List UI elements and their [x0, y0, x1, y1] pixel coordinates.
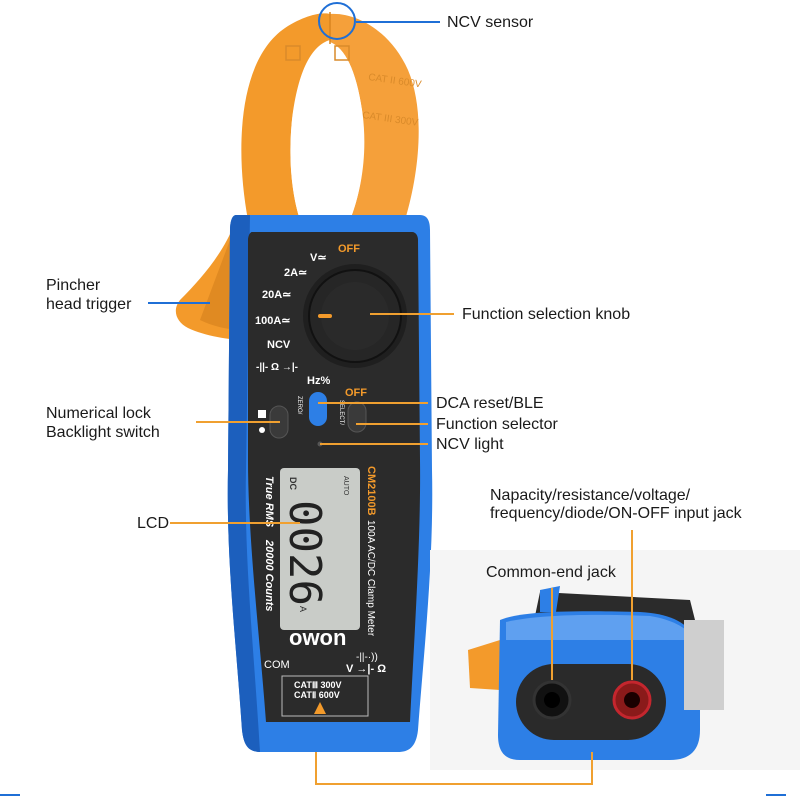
- pincher-label-line2: head trigger: [46, 296, 132, 313]
- backlight-icon: [259, 427, 265, 433]
- lcd-screen[interactable]: [280, 468, 360, 630]
- cap-icon-label: -||-·)): [356, 652, 378, 663]
- v-label: V →|- Ω: [346, 663, 386, 675]
- ncv-sensor-label: NCV sensor: [447, 14, 534, 31]
- function-selector-button[interactable]: [347, 401, 367, 433]
- dca-reset-label: DCA reset/BLE: [436, 395, 544, 412]
- model-text: CM2100B: [365, 466, 377, 516]
- counts-text: 20000 Counts: [263, 539, 275, 612]
- jaw-left: [241, 13, 330, 220]
- inset-right-edge: [684, 620, 724, 710]
- jaw-inner-shade: [290, 42, 364, 220]
- body-edge-shade: [227, 215, 262, 752]
- knob-center: [321, 282, 389, 350]
- backlight-switch-label: Backlight switch: [46, 424, 160, 441]
- common-end-jack-label: Common-end jack: [486, 564, 616, 581]
- jaw-mark-2: [334, 45, 350, 61]
- inset-top-blue-edge: [540, 586, 560, 612]
- dial-20a-label: 20A≃: [262, 289, 291, 301]
- model-desc-text: 100A AC/DC Clamp Meter: [365, 520, 376, 637]
- meter-body: OFF V≃ 2A≃ 20A≃ 100A≃ NCV -||- Ω →|- Hz%…: [227, 215, 433, 752]
- brand-logo-text: owon: [289, 625, 346, 650]
- bottom-bracket-line: [315, 752, 593, 785]
- dial-2a-label: 2A≃: [284, 267, 307, 279]
- jaw-mark-1: [285, 45, 301, 61]
- lcd-label: LCD: [137, 515, 170, 532]
- dial-ncv-label: NCV: [267, 339, 291, 351]
- bottom-right-tick: [766, 794, 786, 796]
- com-label: COM: [264, 659, 290, 671]
- callout-lines: [148, 21, 633, 785]
- cat-2-text: CATⅡ 600V: [294, 690, 340, 700]
- warning-icon: [314, 702, 326, 714]
- function-knob-label: Function selection knob: [462, 306, 631, 323]
- select-label: SELECT/: [338, 400, 344, 425]
- cat-box: [281, 675, 369, 717]
- jaw-right: [330, 13, 419, 220]
- inset-orange-part: [468, 640, 500, 690]
- numerical-lock-label: Numerical lock: [46, 405, 151, 422]
- function-selector-label: Function selector: [436, 416, 558, 433]
- knob-pointer: [318, 314, 332, 318]
- jack-closeup-inset: [430, 550, 800, 770]
- dial-v-label: V≃: [310, 252, 327, 264]
- common-end-jack-hole: [544, 692, 560, 708]
- true-rms-text: True RMS: [263, 476, 275, 528]
- input-jack-label-line1: Napacity/resistance/voltage/: [490, 487, 691, 504]
- select-off-label: OFF: [345, 387, 367, 399]
- dial-cap-res-label: -||- Ω →|-: [256, 362, 298, 373]
- lcd-unit-text: A: [298, 606, 308, 612]
- pincher-label-line1: Pincher: [46, 277, 101, 294]
- dca-reset-ble-button[interactable]: [309, 392, 327, 426]
- bottom-left-tick: [0, 794, 20, 796]
- lcd-auto-text: AUTO: [342, 476, 349, 496]
- input-jack-label-line2: frequency/diode/ON-OFF input jack: [490, 505, 742, 522]
- input-jack-hole: [624, 692, 640, 708]
- clamp-jaw: CAT II 600V CAT III 300V: [241, 12, 422, 220]
- dial-off-label: OFF: [338, 243, 360, 255]
- lcd-mode-text: DC: [288, 477, 298, 490]
- hz-label: Hz%: [307, 375, 330, 387]
- lcd-reading: 0026: [279, 500, 330, 606]
- ncv-sensor-marker: [318, 2, 356, 40]
- zero-label: ZERO/: [296, 396, 302, 415]
- dial-100a-label: 100A≃: [255, 315, 291, 327]
- ncv-light-label: NCV light: [436, 436, 504, 453]
- cat-3-text: CATⅢ 300V: [294, 680, 342, 690]
- lock-icon: [258, 410, 266, 418]
